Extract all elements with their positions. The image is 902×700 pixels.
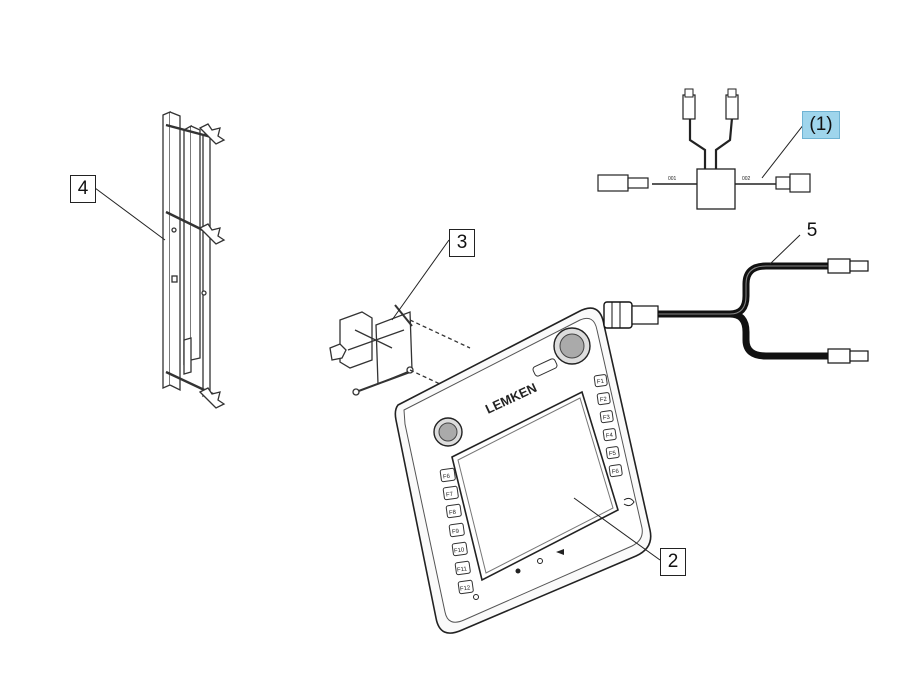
softkey-left-label: F9 xyxy=(452,529,460,536)
softkey-left-label: F6 xyxy=(443,474,451,481)
callout-4: 4 xyxy=(70,175,96,203)
terminal-part-2: LEMKEN F6 F7 F8 F9 F10 xyxy=(394,307,652,634)
leader-line-3 xyxy=(391,239,450,321)
mounting-bracket-part-4 xyxy=(162,111,226,409)
softkey-left-label: F11 xyxy=(457,566,468,573)
leader-line-4 xyxy=(94,187,166,241)
softkey-left-label: F10 xyxy=(454,547,466,554)
softkeys-right: F1 F2 F3 F4 F5 F6 xyxy=(593,374,623,478)
leader-line-2 xyxy=(573,497,661,561)
softkey-right-label: F1 xyxy=(597,379,605,386)
cable-harness-part-1: 001 002 xyxy=(597,88,811,210)
leader-line-5 xyxy=(769,234,801,265)
softkey-left-label: F12 xyxy=(460,585,472,592)
callout-1: (1) xyxy=(802,111,840,139)
softkey-left-label: F7 xyxy=(446,492,454,499)
softkey-left-label: F8 xyxy=(449,510,457,517)
softkey-right-label: F4 xyxy=(606,433,614,440)
clamp-bracket-part-3 xyxy=(329,304,471,396)
leader-line-1 xyxy=(761,123,805,179)
softkey-right-label: F5 xyxy=(609,451,617,458)
softkey-right-label: F2 xyxy=(600,397,608,404)
callout-5: 5 xyxy=(806,220,818,241)
softkey-right-label: F6 xyxy=(612,469,620,476)
svg-text:001: 001 xyxy=(668,176,677,182)
softkeys-left: F6 F7 F8 F9 F10 F11 xyxy=(439,467,474,595)
softkey-right-label: F3 xyxy=(603,415,611,422)
y-cable-part-5 xyxy=(603,258,869,364)
callout-3: 3 xyxy=(449,229,475,257)
callout-2: 2 xyxy=(660,548,686,576)
svg-text:002: 002 xyxy=(742,176,751,182)
